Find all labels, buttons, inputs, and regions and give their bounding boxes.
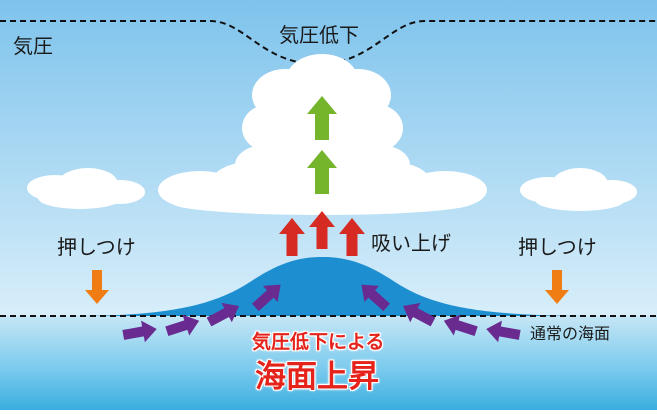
updraft-arrow-icon (307, 150, 337, 194)
sea-bulge (70, 257, 600, 316)
updraft-arrow-icon (307, 96, 337, 140)
normal-sea-level-label: 通常の海面 (530, 324, 611, 343)
pressure-drop-label: 気圧低下 (279, 23, 359, 47)
water-flow-arrow-icon (122, 320, 157, 343)
water-flow-arrow-icon (206, 302, 240, 327)
caption-line-1: 気圧低下による (252, 331, 385, 353)
sea (0, 316, 657, 410)
suction-arrow-icon (279, 218, 305, 256)
cloud-left (27, 168, 145, 209)
push-label-left: 押しつけ (57, 235, 136, 259)
push-label-right: 押しつけ (518, 235, 597, 259)
push-down-arrow-icon (545, 270, 569, 304)
push-down-arrow-icon (85, 270, 109, 304)
water-flow-arrow-icon (252, 284, 281, 312)
suction-arrow-icon (309, 211, 335, 249)
caption-line-2: 海面上昇 (255, 359, 379, 395)
suction-label: 吸い上げ (371, 231, 451, 255)
water-flow-arrow-icon (486, 320, 521, 343)
suction-arrow-icon (339, 218, 365, 256)
pressure-line (0, 20, 657, 66)
arrows-layer (85, 96, 569, 343)
pressure-axis-label: 気圧 (13, 34, 53, 58)
water-flow-arrow-icon (443, 314, 478, 337)
cloud-right (520, 168, 637, 211)
water-flow-arrow-icon (402, 302, 436, 327)
water-flow-arrow-icon (165, 314, 200, 337)
water-flow-arrow-icon (361, 284, 390, 312)
